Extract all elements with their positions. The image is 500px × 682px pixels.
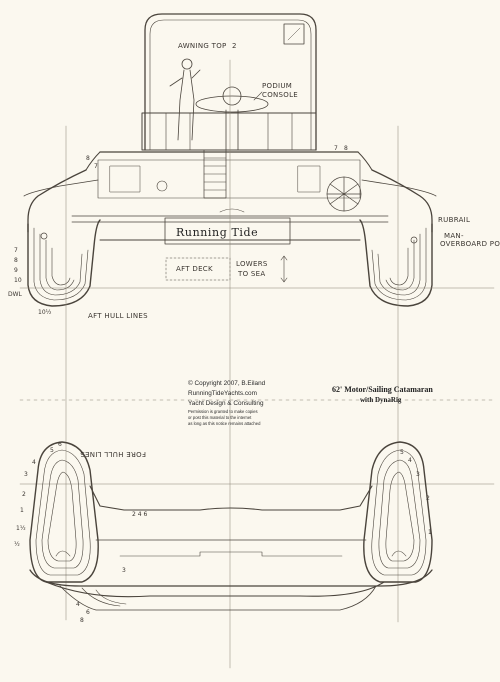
- annotations: AWNING TOP 2 PODIUM CONSOLE Running Tide…: [8, 42, 500, 624]
- permission-line-3: as long as this notice remains attached: [188, 421, 261, 426]
- fore-right-station-5: 5: [400, 449, 404, 456]
- top-right-station-7: 7: [334, 145, 338, 152]
- aft-view: [23, 13, 437, 307]
- awning-top-label: AWNING TOP: [178, 42, 227, 50]
- underbody-sheer: [29, 569, 433, 587]
- fore-hull-lines-label: FORE HULL LINES: [80, 450, 146, 458]
- fore-bottom-station-8: 8: [80, 617, 84, 624]
- top-left-station-8: 8: [86, 155, 90, 162]
- fore-right-station-4: 4: [408, 457, 412, 464]
- fore-left-station-1-half: 1½: [16, 525, 26, 532]
- fore-left-station-half: ½: [14, 541, 20, 548]
- fore-center-mark-3: 3: [122, 567, 126, 574]
- fore-left-station-4: 4: [32, 459, 36, 466]
- podium-console: [195, 86, 269, 151]
- drawing-title: 62' Motor/Sailing Catamaran: [332, 385, 433, 394]
- fore-view: [29, 441, 433, 611]
- awning-mark: 2: [232, 42, 237, 50]
- lowers-label: LOWERS: [236, 260, 268, 268]
- consulting-line: Yacht Design & Consulting: [188, 400, 264, 407]
- fore-left-station-5: 5: [50, 447, 54, 454]
- aft-station-9: 9: [14, 267, 18, 274]
- aft-hull-lines-label: AFT HULL LINES: [88, 312, 148, 320]
- poles-label-line2: OVERBOARD POLES: [440, 240, 500, 248]
- poles-label-line1: MAN-: [444, 232, 464, 240]
- standing-figure: [169, 58, 201, 141]
- starboard-hull-aft: [359, 219, 433, 307]
- permission-line-2: or post this material to the internet: [188, 415, 252, 420]
- to-sea-label: TO SEA: [237, 270, 265, 278]
- awning-frame: [144, 13, 317, 151]
- fore-right-station-2: 2: [426, 495, 430, 502]
- fore-left-station-1: 1: [20, 507, 24, 514]
- dwl-label: DWL: [8, 291, 23, 298]
- copyright-line: © Copyright 2007, B.Eiland: [188, 379, 266, 387]
- drawing-subtitle: with DynaRig: [360, 396, 402, 404]
- fore-left-station-2: 2: [22, 491, 26, 498]
- aft-station-10-half: 10½: [38, 309, 52, 316]
- console-label: CONSOLE: [262, 91, 298, 99]
- fore-bottom-station-6: 6: [86, 609, 90, 616]
- boat-name-label: Running Tide: [176, 226, 258, 239]
- aft-deck-label: AFT DECK: [176, 265, 213, 273]
- fore-bottom-station-4: 4: [76, 601, 80, 608]
- permission-line-1: Permission is granted to make copies: [188, 409, 258, 414]
- bridgedeck-outline: [27, 169, 433, 233]
- fore-left-station-3: 3: [24, 471, 28, 478]
- top-right-station-8: 8: [344, 145, 348, 152]
- cockpit-bulkhead: [141, 112, 317, 151]
- fore-left-station-6: 6: [58, 441, 62, 448]
- fore-right-station-3: 3: [416, 471, 420, 478]
- aft-station-8: 8: [14, 257, 18, 264]
- podium-label: PODIUM: [262, 82, 292, 90]
- nameboard: [164, 217, 291, 245]
- top-left-station-7: 7: [94, 163, 98, 170]
- helm-wheel: [326, 176, 362, 212]
- fore-right-station-1: 1: [428, 529, 432, 536]
- website-line: RunningTideYachts.com: [188, 390, 257, 397]
- port-hull-aft: [27, 219, 101, 307]
- fore-center-marks: 2 4 6: [132, 511, 147, 518]
- aft-station-7: 7: [14, 247, 18, 254]
- rubrail-label: RUBRAIL: [438, 216, 470, 224]
- guide-lines: [19, 59, 495, 669]
- aft-station-10: 10: [14, 277, 22, 284]
- awning-window: [283, 23, 305, 45]
